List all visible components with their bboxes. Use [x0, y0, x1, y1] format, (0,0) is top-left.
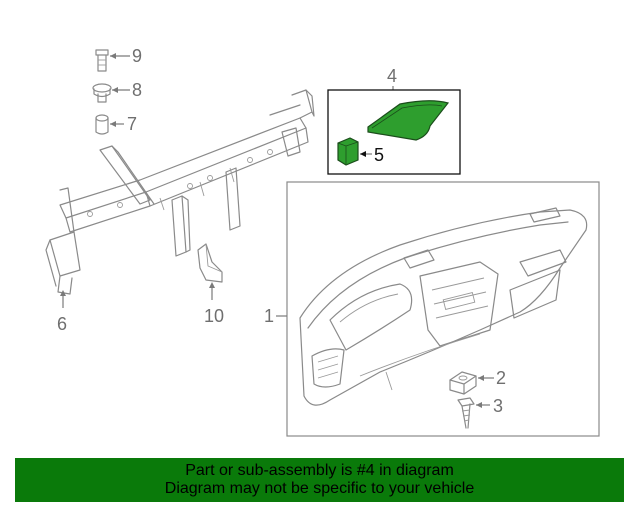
arrow-8-icon [112, 87, 118, 93]
callout-4-box [327, 89, 461, 175]
arrow-10-icon [209, 282, 215, 288]
callout-2[interactable]: 2 [496, 368, 506, 388]
part-7-grommet[interactable] [95, 114, 109, 135]
arrow-5-icon [360, 151, 366, 157]
callout-4[interactable]: 4 [387, 66, 397, 86]
info-banner: Part or sub-assembly is #4 in diagram Di… [15, 458, 624, 502]
callout-1[interactable]: 1 [264, 306, 274, 326]
part-1-instrument-panel[interactable] [299, 207, 588, 406]
part-3-screw[interactable] [457, 397, 475, 429]
part-9-bolt[interactable] [95, 49, 109, 72]
banner-line-2: Diagram may not be specific to your vehi… [164, 480, 475, 497]
callout-3[interactable]: 3 [493, 396, 503, 416]
part-5-clip[interactable] [337, 137, 359, 166]
part-8-nut[interactable] [92, 83, 112, 103]
part-2-clip-nut[interactable] [449, 371, 477, 395]
part-6-reinforcement-beam[interactable] [45, 89, 315, 295]
callout-10[interactable]: 10 [204, 306, 224, 326]
callout-6[interactable]: 6 [57, 314, 67, 334]
callout-1-box [286, 181, 600, 437]
arrow-6-icon [60, 290, 66, 296]
arrow-2-icon [478, 375, 484, 381]
part-10-bracket[interactable] [197, 243, 223, 283]
callout-8[interactable]: 8 [132, 80, 142, 100]
callout-9[interactable]: 9 [132, 46, 142, 66]
callout-5[interactable]: 5 [374, 145, 384, 165]
arrow-3-icon [476, 402, 482, 408]
banner-line-1: Part or sub-assembly is #4 in diagram [185, 462, 454, 479]
arrow-9-icon [110, 53, 116, 59]
arrow-7-icon [110, 121, 116, 127]
part-4-trim-panel[interactable] [367, 100, 450, 141]
callout-7[interactable]: 7 [127, 114, 137, 134]
